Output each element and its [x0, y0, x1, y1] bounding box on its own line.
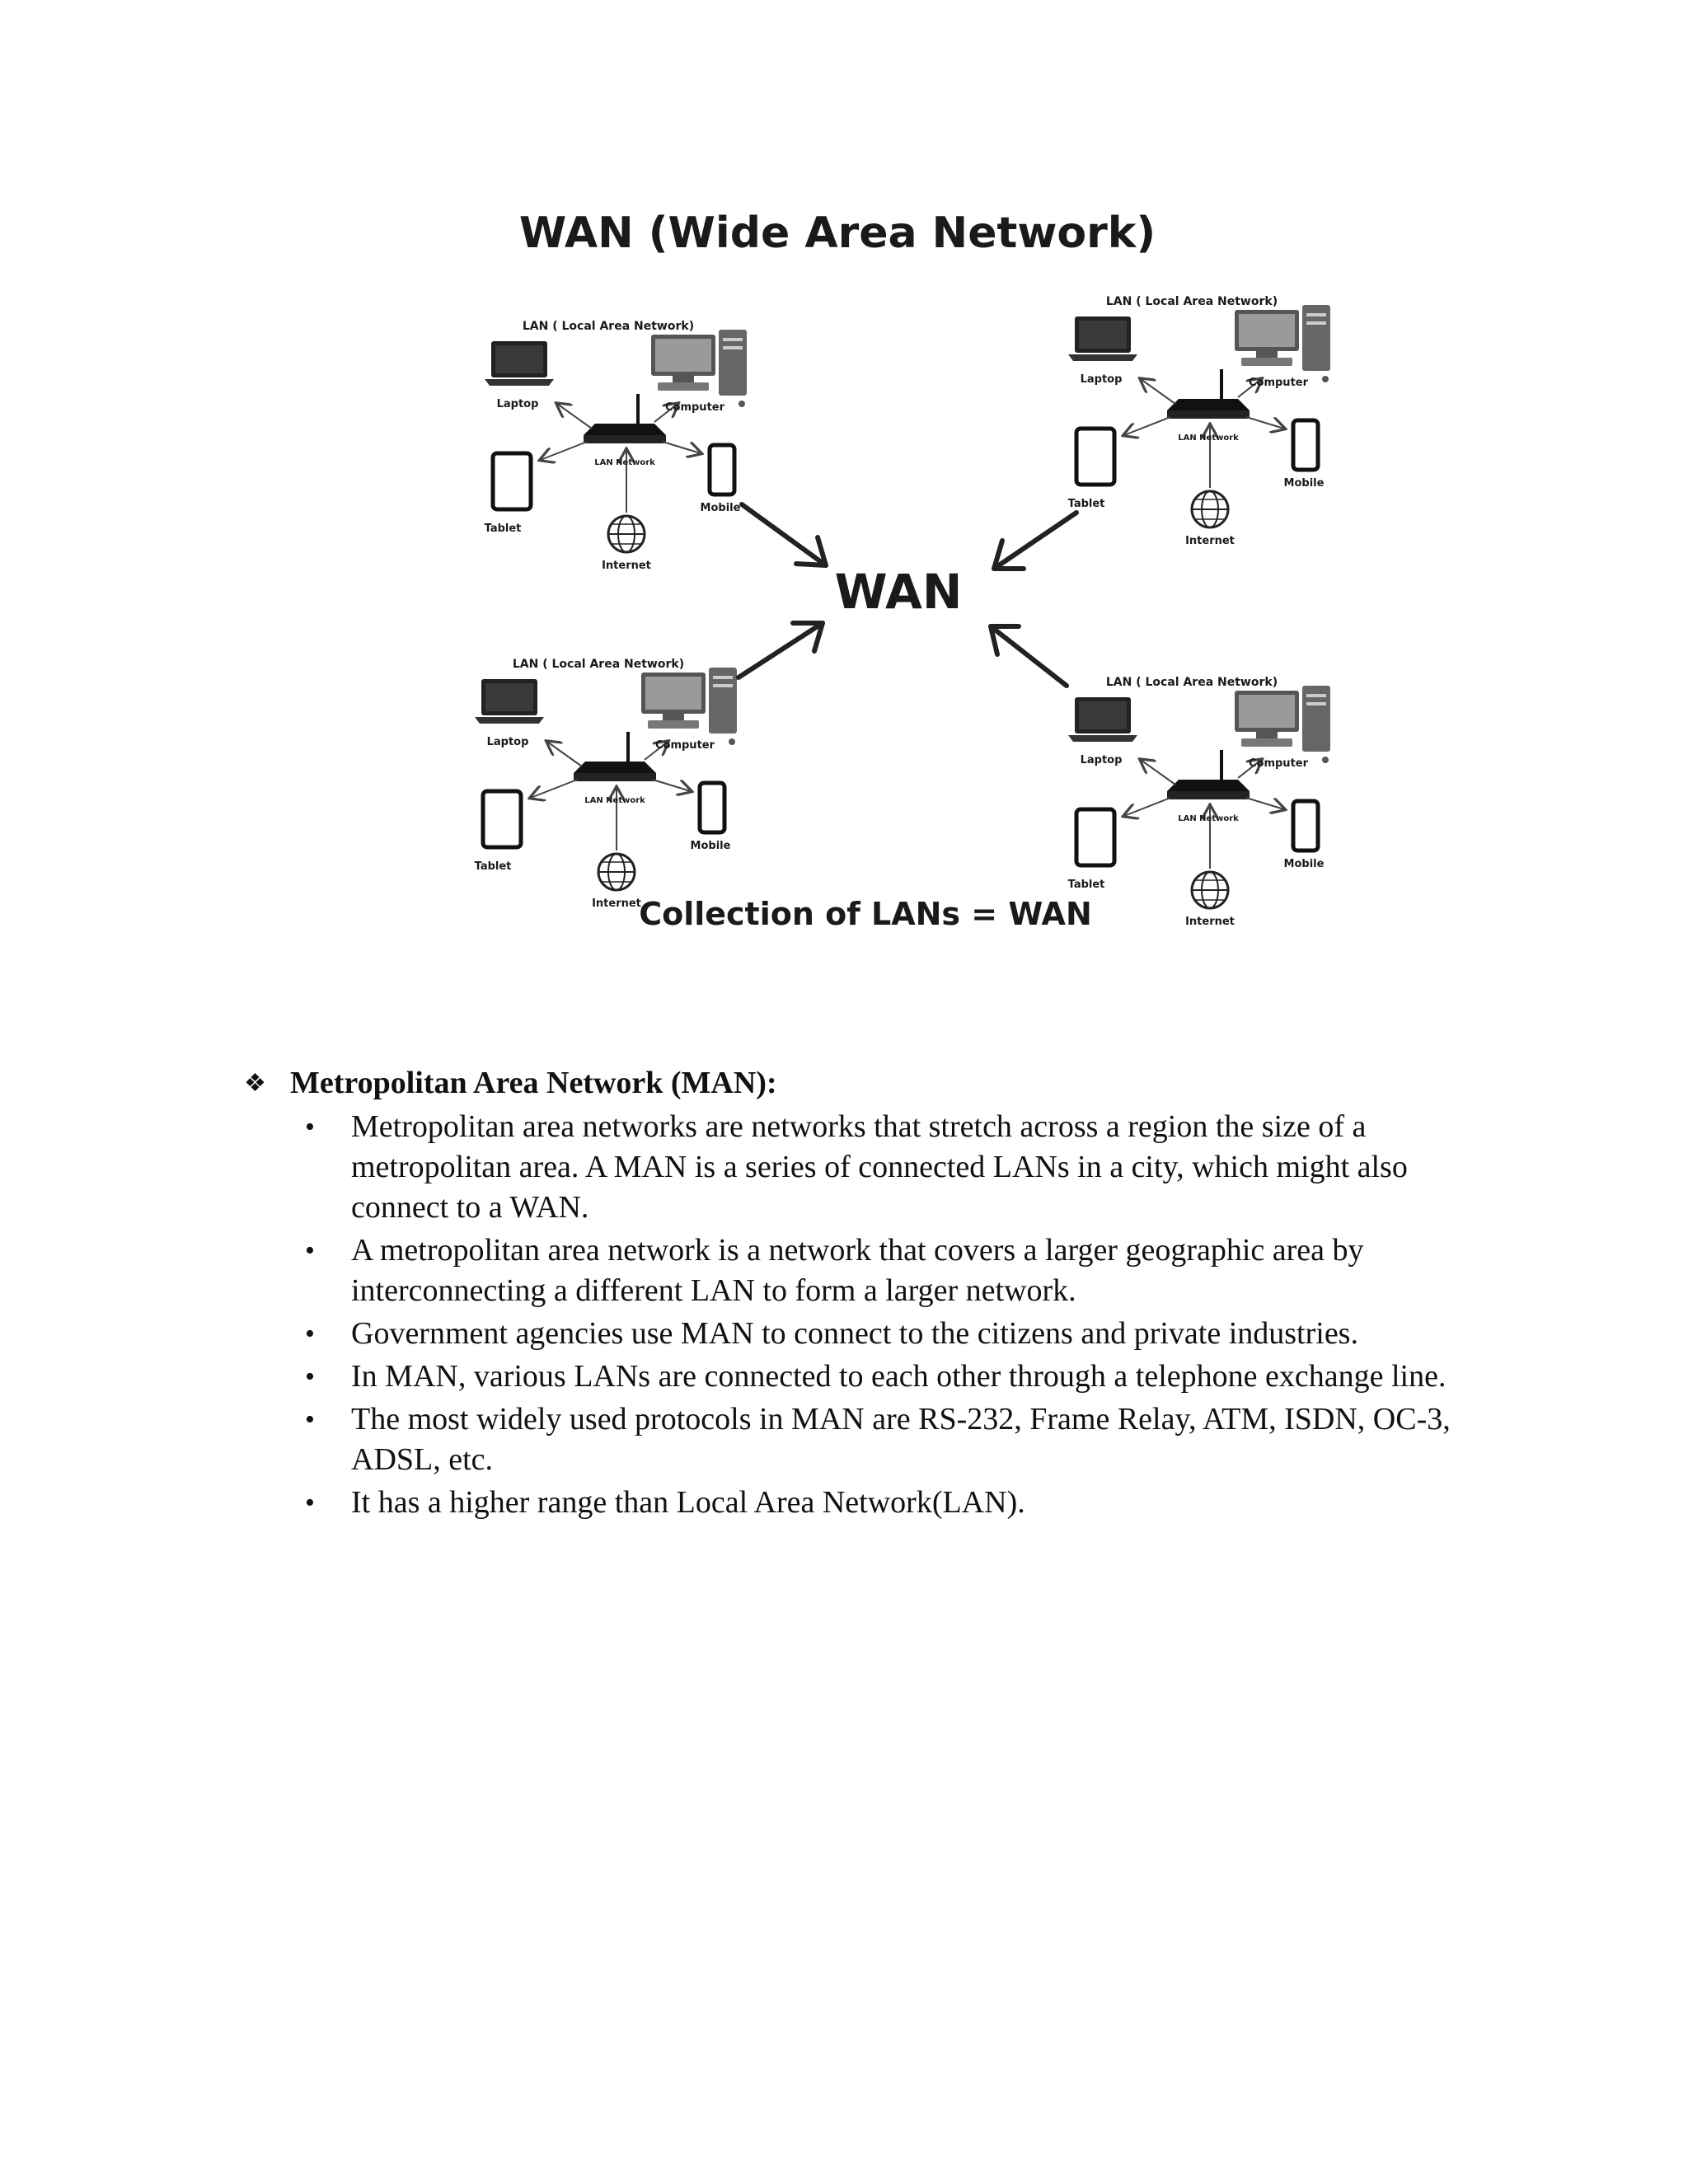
lan-title: LAN ( Local Area Network): [1106, 676, 1278, 689]
router-label: LAN Network: [1178, 814, 1239, 823]
wan-center-label: WAN: [835, 564, 963, 620]
list-item: • Government agencies use MAN to connect …: [305, 1314, 1497, 1354]
router-label: LAN Network: [584, 796, 645, 805]
wan-diagram: WAN (Wide Area Network) LAN ( Local Area…: [0, 209, 1688, 932]
router-label: LAN Network: [594, 458, 655, 467]
tablet-label: Tablet: [485, 523, 522, 535]
internet-label: Internet: [602, 560, 651, 572]
computer-label: Computer: [655, 739, 715, 752]
laptop-label: Laptop: [487, 736, 529, 748]
big-arrow-top-left: [739, 502, 828, 568]
lan-cluster-bottom-right: LAN ( Local Area Network) Laptop Compute…: [1068, 676, 1330, 928]
laptop-label: Laptop: [1081, 754, 1123, 766]
list-item-text: Metropolitan area networks are networks …: [351, 1109, 1408, 1225]
diamond-bullet-icon: ❖: [244, 1070, 266, 1097]
laptop-label: Laptop: [1081, 373, 1123, 386]
laptop-label: Laptop: [497, 398, 539, 410]
bullet-icon: •: [305, 1112, 315, 1142]
man-section: ❖ Metropolitan Area Network (MAN): • Metr…: [244, 1063, 1497, 1526]
bullet-icon: •: [305, 1404, 315, 1435]
big-arrow-bottom-left: [736, 621, 825, 680]
computer-label: Computer: [1249, 757, 1309, 770]
list-item-text: A metropolitan area network is a network…: [351, 1233, 1364, 1308]
mobile-label: Mobile: [691, 840, 731, 852]
figure-title: WAN (Wide Area Network): [519, 209, 1156, 258]
figure-caption: Collection of LANs = WAN: [639, 896, 1092, 932]
mobile-label: Mobile: [1284, 858, 1325, 870]
computer-label: Computer: [665, 401, 725, 414]
mobile-label: Mobile: [1284, 477, 1325, 490]
internet-label: Internet: [1185, 916, 1235, 928]
list-item: • In MAN, various LANs are connected to e…: [305, 1357, 1497, 1397]
list-item: • The most widely used protocols in MAN a…: [305, 1399, 1497, 1480]
man-heading-text: Metropolitan Area Network (MAN):: [290, 1066, 777, 1100]
bullet-icon: •: [305, 1235, 315, 1266]
bullet-icon: •: [305, 1488, 315, 1518]
router-label: LAN Network: [1178, 434, 1239, 443]
tablet-label: Tablet: [475, 860, 512, 873]
mobile-label: Mobile: [701, 502, 741, 514]
lan-cluster-top-left: LAN ( Local Area Network) Laptop Compute…: [485, 320, 747, 572]
tablet-label: Tablet: [1068, 879, 1105, 891]
list-item-text: In MAN, various LANs are connected to ea…: [351, 1359, 1447, 1394]
bullet-icon: •: [305, 1361, 315, 1392]
list-item-text: It has a higher range than Local Area Ne…: [351, 1485, 1025, 1520]
internet-label: Internet: [1185, 535, 1235, 547]
lan-cluster-bottom-left: LAN ( Local Area Network) Laptop Compute…: [475, 658, 737, 910]
list-item: • Metropolitan area networks are networks…: [305, 1107, 1497, 1228]
bullet-icon: •: [305, 1319, 315, 1349]
list-item: • A metropolitan area network is a networ…: [305, 1230, 1497, 1311]
big-arrow-top-right: [992, 510, 1079, 571]
big-arrow-bottom-right: [988, 624, 1069, 688]
man-bullet-list: • Metropolitan area networks are networks…: [244, 1107, 1497, 1523]
list-item-text: The most widely used protocols in MAN ar…: [351, 1402, 1451, 1477]
man-heading: ❖ Metropolitan Area Network (MAN):: [244, 1063, 1497, 1104]
computer-label: Computer: [1249, 377, 1309, 389]
list-item-text: Government agencies use MAN to connect t…: [351, 1316, 1358, 1351]
internet-label: Internet: [592, 898, 641, 910]
list-item: • It has a higher range than Local Area N…: [305, 1483, 1497, 1523]
lan-title: LAN ( Local Area Network): [513, 658, 684, 671]
lan-title: LAN ( Local Area Network): [1106, 295, 1278, 308]
lan-cluster-top-right: LAN ( Local Area Network) Laptop Compute…: [1068, 295, 1330, 547]
tablet-label: Tablet: [1068, 498, 1105, 510]
lan-title: LAN ( Local Area Network): [523, 320, 694, 333]
